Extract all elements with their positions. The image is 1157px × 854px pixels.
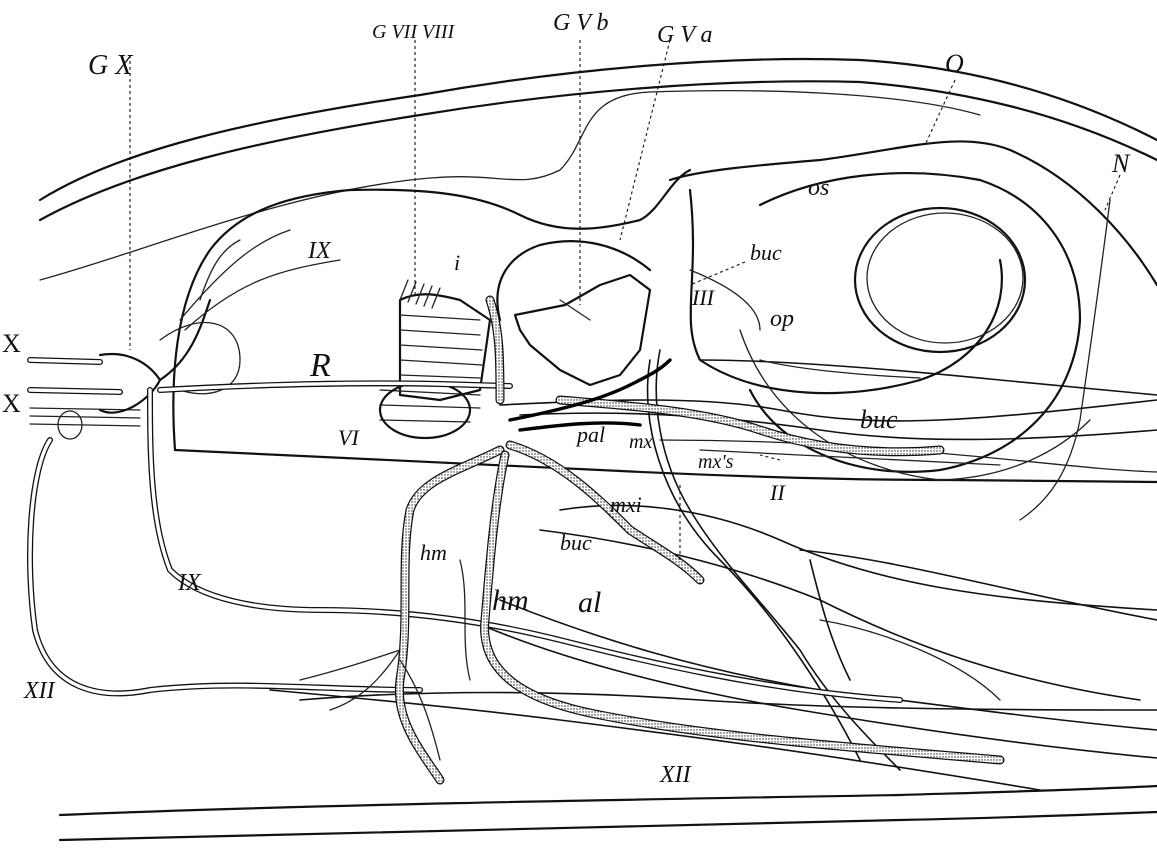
label-xii-left: XII	[23, 678, 56, 704]
label-gva: G V a	[657, 22, 713, 48]
label-ii: II	[769, 480, 786, 505]
label-iii: III	[691, 285, 716, 310]
hyoid-branches	[300, 560, 470, 760]
label-mxi: mxi	[610, 492, 642, 517]
label-buc-low: buc	[560, 530, 592, 555]
head-outline	[40, 59, 1157, 840]
ganglion-vii-viii	[380, 280, 490, 438]
label-pal: pal	[575, 422, 605, 447]
leader-lines	[130, 40, 1120, 560]
label-hm-2: hm	[492, 584, 529, 617]
label-ix-top: IX	[307, 238, 332, 264]
label-gx: G X	[88, 50, 133, 81]
trigeminal-ganglion	[497, 241, 650, 385]
label-gvb: G V b	[553, 10, 609, 36]
label-al: al	[578, 586, 601, 619]
label-mx: mx	[629, 431, 652, 453]
label-i: i	[454, 250, 460, 275]
label-vi: VI	[338, 425, 360, 450]
palatine-nerve	[510, 360, 670, 430]
label-os: os	[808, 175, 829, 201]
label-r: R	[309, 347, 331, 384]
label-x-2: X	[2, 389, 21, 418]
label-x-1: X	[2, 329, 21, 358]
label-o: O	[945, 49, 964, 78]
vagus-roots	[30, 300, 210, 439]
label-buc-top: buc	[750, 240, 782, 265]
label-mxs: mx's	[698, 451, 734, 473]
label-op: op	[770, 306, 794, 332]
label-hm-1: hm	[420, 540, 447, 565]
ramus-r	[160, 383, 510, 390]
label-gvii-viii: G VII VIII	[372, 21, 456, 43]
label-ix-low: IX	[177, 570, 202, 596]
label-xii-bottom: XII	[659, 762, 692, 788]
label-buc-mid: buc	[860, 405, 898, 434]
brain-outline	[173, 170, 1157, 482]
label-n: N	[1111, 149, 1131, 178]
